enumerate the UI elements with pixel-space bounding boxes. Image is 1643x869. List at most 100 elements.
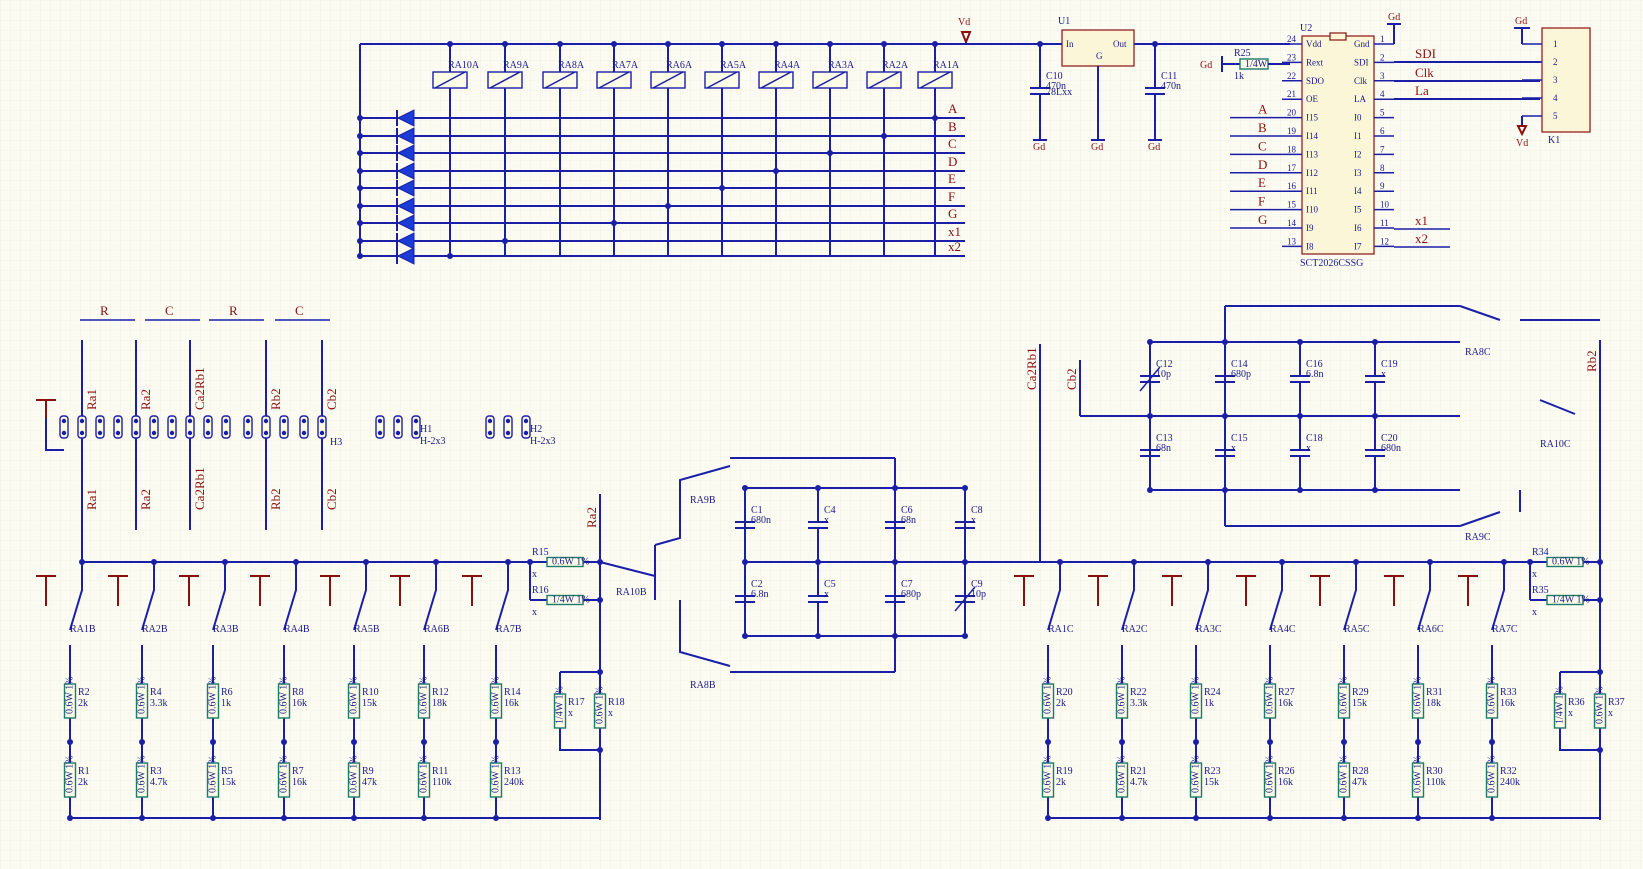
relay-b-label: RA5B	[354, 624, 380, 635]
pin-name: I9	[1306, 223, 1314, 233]
pin-name: I5	[1354, 205, 1362, 215]
junction-dot	[742, 485, 748, 491]
resistor-ref: R16	[532, 585, 549, 596]
pin-number: 13	[1287, 236, 1297, 246]
pin-pad	[487, 430, 493, 436]
resistor-body	[206, 762, 220, 798]
pin-pad	[319, 430, 325, 436]
resistor-value: x	[532, 569, 537, 580]
pin-number: 3	[1553, 75, 1558, 85]
pin-name: I8	[1306, 241, 1314, 251]
pin-name: I7	[1354, 241, 1362, 251]
relay-contact-c	[1047, 562, 1061, 631]
resistor-ref: R10	[362, 687, 379, 698]
header-ca2rb1	[167, 415, 231, 439]
resistor-body	[1189, 762, 1203, 798]
ra9b-switch	[654, 465, 731, 546]
junction-dot	[1415, 739, 1421, 745]
junction-dot	[1045, 739, 1051, 745]
bus-net-label: B	[948, 119, 957, 134]
bus-net-label: F	[948, 189, 955, 204]
pin-number: 18	[1287, 144, 1297, 154]
ground-label: Gd	[1091, 142, 1103, 153]
led-triangle	[396, 127, 415, 145]
resistor-value: 2k	[1056, 698, 1066, 709]
resistor-body	[1263, 762, 1277, 798]
resistor-value: 4.7k	[150, 777, 168, 788]
cap-value: x	[824, 515, 829, 526]
ra8c-label: RA8C	[1465, 347, 1491, 358]
resistor-marking: 0.6W 1%	[208, 755, 219, 793]
label: Gd	[1388, 12, 1400, 23]
junction-dot	[357, 220, 363, 226]
header-h1-label: H1	[420, 424, 432, 435]
cap-variable-arrow	[954, 586, 976, 612]
resistor-marking: 0.6W 1%	[491, 755, 502, 793]
header-net-bottom: Ra1	[84, 489, 99, 510]
cap-ref: C20	[1381, 433, 1398, 444]
cap-ref: C5	[824, 579, 836, 590]
relay-contact-b	[212, 562, 226, 631]
resistor-ref: R32	[1500, 766, 1517, 777]
driver-notch	[1329, 32, 1347, 41]
coil-ref: RA9A	[503, 60, 530, 71]
junction-dot	[892, 633, 898, 639]
driver-right-net: x2	[1415, 231, 1428, 246]
resistor-ref: R5	[221, 766, 233, 777]
resistor-marking: 0.6W 1%	[65, 676, 76, 714]
resistor-ref: R26	[1278, 766, 1295, 777]
ground-symbol: Gd	[1148, 128, 1162, 153]
cap-value: x	[1306, 443, 1311, 454]
pin-pad	[97, 430, 103, 436]
resistor-ref: R18	[608, 697, 625, 708]
junction-dot	[447, 253, 453, 259]
resistor-body	[593, 693, 607, 729]
relay-c-label: RA2C	[1122, 624, 1148, 635]
pin-pad	[115, 418, 121, 424]
junction-dot	[447, 41, 453, 47]
cap-ref: C16	[1306, 359, 1323, 370]
coil-diag	[706, 71, 738, 89]
resistor-ref: R23	[1204, 766, 1221, 777]
relay-coil-ra6a: RA6A	[650, 44, 693, 256]
relay-c-label: RA6C	[1418, 624, 1444, 635]
resistor-value: 110k	[1426, 777, 1446, 788]
resistor-marking: 0.6W 1%	[595, 686, 606, 724]
driver-right-net: x1	[1415, 213, 1428, 228]
resistor-body	[63, 683, 77, 719]
resistor-value: x	[608, 708, 613, 719]
resistor-body	[1411, 762, 1425, 798]
capacitor-c8: C8x	[955, 488, 983, 562]
pin-pad	[151, 418, 157, 424]
cb2-net: Cb2	[1064, 368, 1079, 390]
relay-contact-c	[1491, 562, 1505, 631]
pin-pad	[115, 430, 121, 436]
coil-diag	[760, 71, 792, 89]
resistor-marking: 0.6W 1%	[1552, 557, 1590, 568]
relay-contact-b	[495, 562, 509, 631]
cap-ref: C12	[1156, 359, 1173, 370]
ra2-side-net: Ra2	[584, 507, 599, 528]
cap-value: 680p	[901, 589, 921, 600]
junction-dot	[773, 41, 779, 47]
pin-pad	[263, 430, 269, 436]
pin-number: 20	[1287, 108, 1297, 118]
pin-pad	[187, 418, 193, 424]
resistor-ref: R3	[150, 766, 162, 777]
resistor-value: 15k	[221, 777, 236, 788]
cap-ref: C6	[901, 505, 913, 516]
ra8b-switch	[679, 600, 731, 667]
junction-dot	[1119, 739, 1125, 745]
pin-name: I14	[1306, 131, 1318, 141]
